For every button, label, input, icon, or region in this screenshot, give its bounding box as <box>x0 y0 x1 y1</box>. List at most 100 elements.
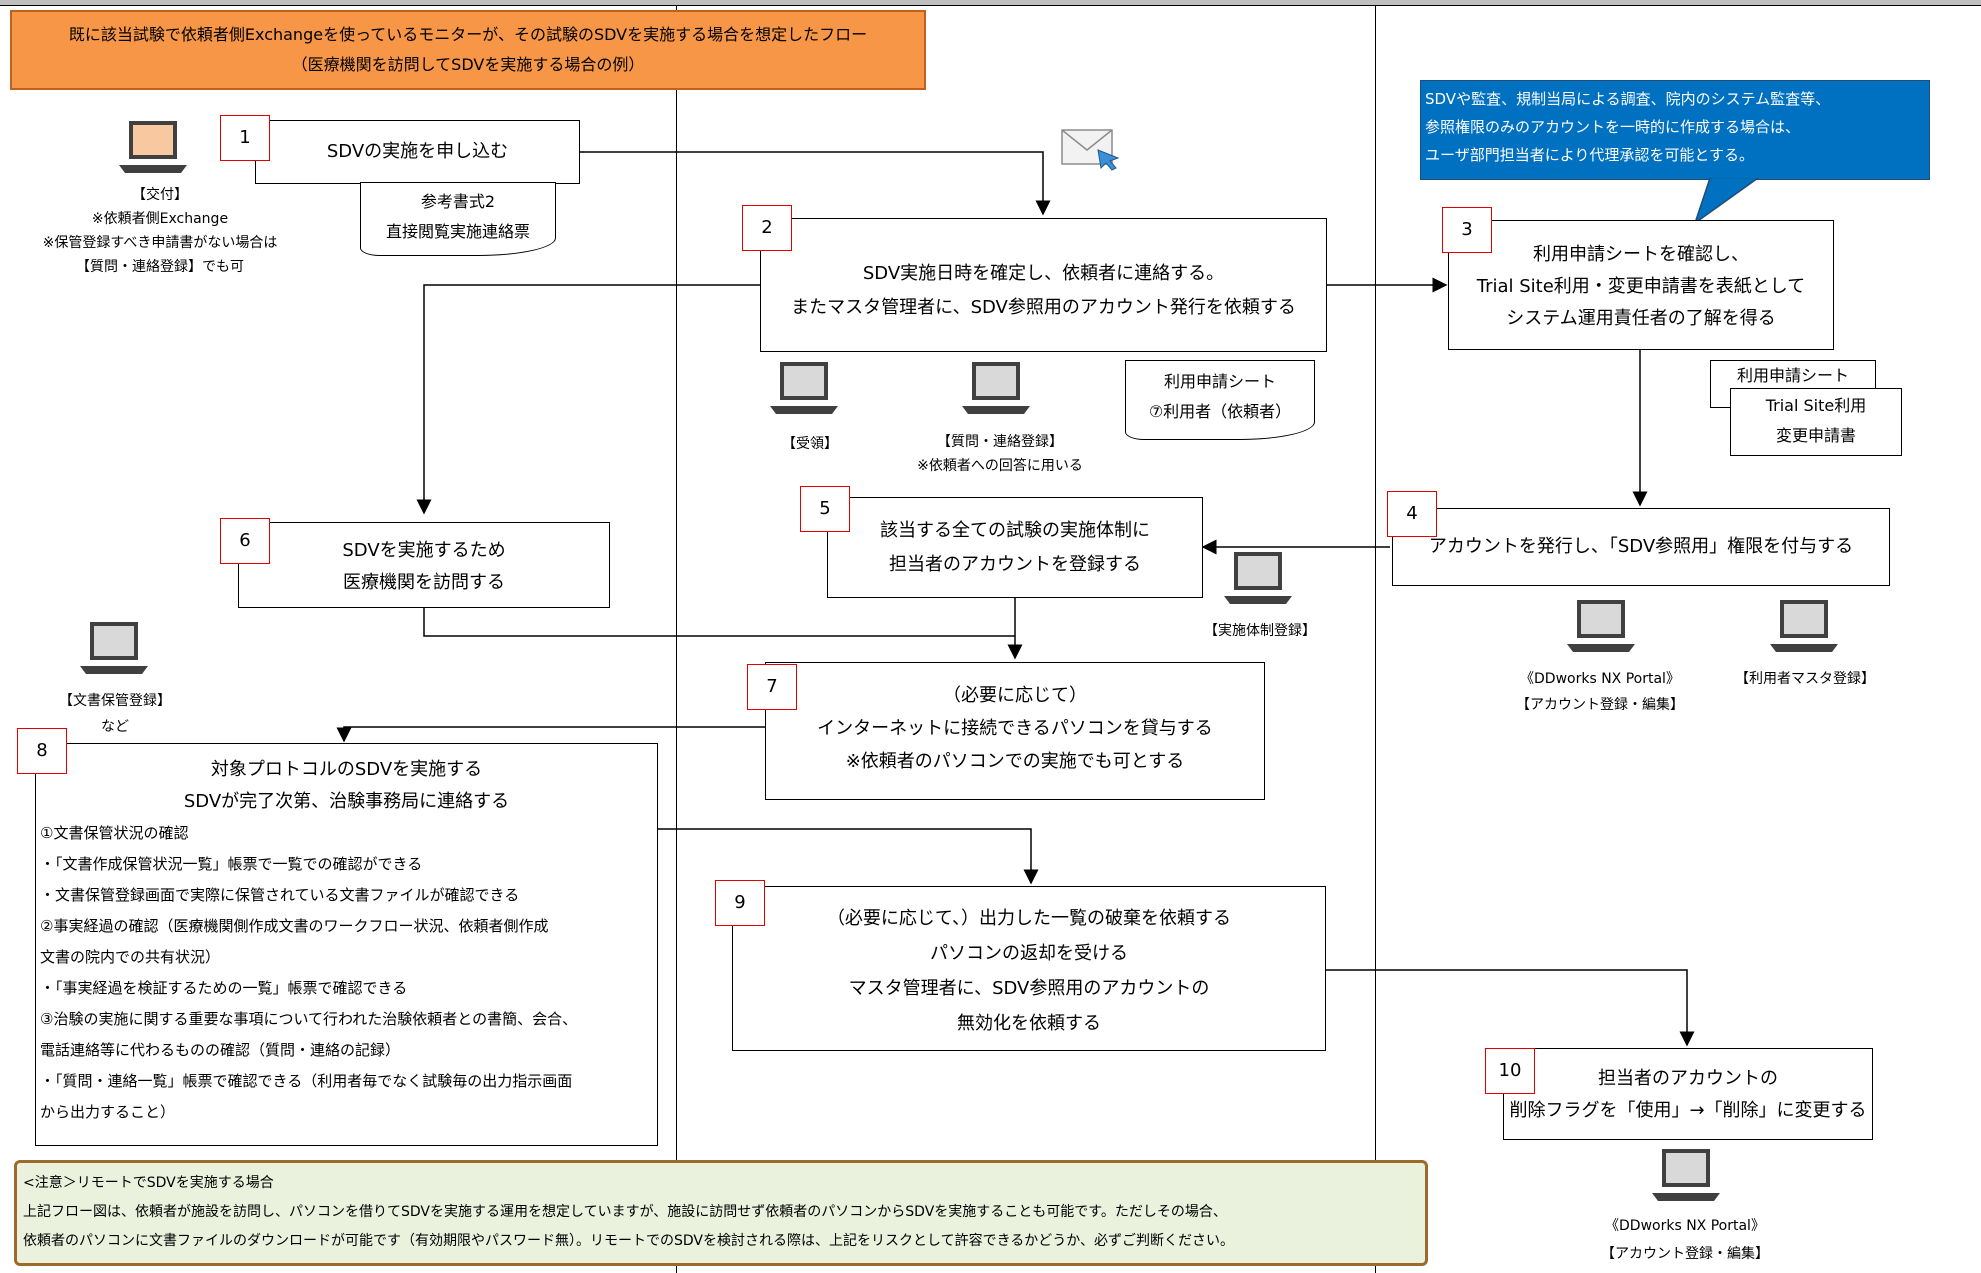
step-6-box: SDVを実施するため 医療機関を訪問する <box>238 522 610 608</box>
step-5-line1: 該当する全ての試験の実施体制に <box>880 520 1150 541</box>
note-line1: 上記フロー図は、依頼者が施設を訪問し、パソコンを借りてSDVを実施する運用を想定… <box>23 1204 1227 1220</box>
step-7-number: 7 <box>747 664 797 710</box>
step-8-item: ・「事実経過を検証するための一覧」帳票で確認できる <box>40 979 408 997</box>
laptop-5-label: 《DDworks NX Portal》 【アカウント登録・編集】 <box>1480 666 1720 718</box>
arrow-6-to-7 <box>423 600 1015 637</box>
laptop-1-label: 【交付】 ※依頼者側Exchange ※保管登録すべき申請書がない場合は 【質問… <box>10 183 310 279</box>
step-8-item: ・「文書作成保管状況一覧」帳票で一覧での確認ができる <box>40 855 423 873</box>
step-1-text: SDVの実施を申し込む <box>326 141 509 162</box>
laptop-icon <box>770 362 838 414</box>
step-5-number: 5 <box>800 486 850 532</box>
laptop-8-line2: 【アカウント登録・編集】 <box>1601 1246 1769 1262</box>
laptop-5-line1: 《DDworks NX Portal》 <box>1520 671 1680 687</box>
callout-line3: ユーザ部門担当者により代理承認を可能とする。 <box>1425 146 1754 164</box>
step-8-number: 8 <box>17 728 67 774</box>
step-9-line4: 無効化を依頼する <box>957 1013 1101 1034</box>
step-2-line1: SDV実施日時を確定し、依頼者に連絡する。 <box>862 263 1225 284</box>
laptop-icon <box>1224 552 1292 604</box>
arrow-8-to-9 <box>658 828 1039 885</box>
step-8-item: から出力すること） <box>40 1103 176 1121</box>
laptop-4-label: 【実施体制登録】 <box>1204 623 1316 639</box>
laptop-icon <box>962 362 1030 414</box>
step-3-line1: 利用申請シートを確認し、 <box>1533 244 1749 265</box>
arrow-9-to-10 <box>1326 969 1695 1047</box>
laptop-icon <box>80 622 148 674</box>
step-1-number: 1 <box>220 115 270 161</box>
step-4-box: アカウントを発行し、「SDV参照用」権限を付与する <box>1392 508 1890 586</box>
callout-line2: 参照権限のみのアカウントを一時的に作成する場合は、 <box>1425 118 1801 136</box>
step-9-line2: パソコンの返却を受ける <box>930 943 1128 964</box>
laptop-icon <box>119 121 187 173</box>
step-3-line3: システム運用責任者の了解を得る <box>1506 308 1776 329</box>
step-9-box: （必要に応じて、）出力した一覧の破棄を依頼する パソコンの返却を受ける マスタ管… <box>732 886 1326 1051</box>
remote-sdv-note: <注意＞リモートでSDVを実施する場合 上記フロー図は、依頼者が施設を訪問し、パ… <box>14 1160 1428 1266</box>
step-4-text: アカウントを発行し、「SDV参照用」権限を付与する <box>1428 536 1854 557</box>
doc-usage-sheet-line1: 利用申請シート <box>1163 372 1276 391</box>
laptop-3-line1: 【質問・連絡登録】 <box>937 434 1063 450</box>
laptop-icon <box>1652 1149 1720 1201</box>
flow-title-line2: （医療機関を訪問してSDVを実施する場合の例） <box>291 55 645 74</box>
step-8-line1: 対象プロトコルのSDVを実施する <box>210 759 483 780</box>
step-8-item: ・「質問・連絡一覧」帳票で確認できる（利用者毎でなく試験毎の出力指示画面 <box>40 1072 573 1090</box>
laptop-3-line2: ※依頼者への回答に用いる <box>917 458 1083 474</box>
step-8-line2: SDVが完了次第、治験事務局に連絡する <box>183 791 510 812</box>
laptop-6-label: 【利用者マスタ登録】 <box>1735 671 1875 687</box>
step-3-line2: Trial Site利用・変更申請書を表紙として <box>1476 276 1806 297</box>
step-10-line1: 担当者のアカウントの <box>1598 1068 1778 1089</box>
doc-usage-sheet-line2: ⑦利用者（依頼者） <box>1148 402 1292 421</box>
step-3-number: 3 <box>1442 207 1492 253</box>
laptop-7-label: 【文書保管登録】 など <box>20 688 210 740</box>
laptop-7-line1: 【文書保管登録】 <box>59 693 171 709</box>
doc-trial-site-line2: 変更申請書 <box>1775 426 1856 445</box>
laptop-1-line3: ※保管登録すべき申請書がない場合は <box>42 235 278 251</box>
flow-title-line1: 既に該当試験で依頼者側Exchangeを使っているモニターが、その試験のSDVを… <box>68 25 868 44</box>
laptop-2-label: 【受領】 <box>782 436 838 452</box>
doc-trial-site-application: Trial Site利用 変更申請書 <box>1730 388 1902 456</box>
step-1-box: SDVの実施を申し込む <box>255 120 580 184</box>
step-2-box: SDV実施日時を確定し、依頼者に連絡する。 またマスタ管理者に、SDV参照用のア… <box>760 218 1327 352</box>
step-6-number: 6 <box>220 518 270 564</box>
laptop-1-line1: 【交付】 <box>132 187 188 203</box>
doc-form-2: 参考書式2 直接閲覧実施連絡票 <box>360 182 556 256</box>
step-9-line3: マスタ管理者に、SDV参照用のアカウントの <box>848 978 1210 999</box>
doc-usage-sheet: 利用申請シート ⑦利用者（依頼者） <box>1125 360 1315 440</box>
doc-form-2-line1: 参考書式2 <box>420 192 496 211</box>
step-8-box: 対象プロトコルのSDVを実施する SDVが完了次第、治験事務局に連絡する ①文書… <box>35 743 658 1146</box>
step-8-item: ①文書保管状況の確認 <box>40 824 189 842</box>
top-border <box>0 0 1981 6</box>
callout-note: SDVや監査、規制当局による調査、院内のシステム監査等、 参照権限のみのアカウン… <box>1420 80 1930 180</box>
laptop-3-label: 【質問・連絡登録】 ※依頼者への回答に用いる <box>880 430 1120 478</box>
arrow-1-to-2 <box>580 151 1051 216</box>
arrow-2-to-6 <box>416 284 760 515</box>
laptop-1-line4: 【質問・連絡登録】でも可 <box>76 259 244 275</box>
step-7-box: （必要に応じて） インターネットに接続できるパソコンを貸与する ※依頼者のパソコ… <box>765 662 1265 800</box>
laptop-5-line2: 【アカウント登録・編集】 <box>1516 697 1684 713</box>
step-8-item: 文書の院内での共有状況） <box>40 948 221 966</box>
step-8-item: ・文書保管登録画面で実際に保管されている文書ファイルが確認できる <box>40 886 520 904</box>
step-7-line3: ※依頼者のパソコンでの実施でも可とする <box>845 751 1185 772</box>
step-5-line2: 担当者のアカウントを登録する <box>889 554 1141 575</box>
step-10-box: 担当者のアカウントの 削除フラグを「使用」→「削除」に変更する <box>1503 1048 1873 1140</box>
step-6-line2: 医療機関を訪問する <box>343 572 505 593</box>
step-7-line1: （必要に応じて） <box>943 685 1087 706</box>
doc-trial-site-line1: Trial Site利用 <box>1765 396 1867 415</box>
step-10-number: 10 <box>1485 1048 1535 1094</box>
doc-form-2-line2: 直接閲覧実施連絡票 <box>385 222 530 241</box>
lane-divider-2 <box>1375 0 1376 1273</box>
note-title: <注意＞リモートでSDVを実施する場合 <box>23 1175 274 1191</box>
arrow-7-to-8 <box>336 726 765 743</box>
step-3-box: 利用申請シートを確認し、 Trial Site利用・変更申請書を表紙として シス… <box>1448 220 1834 350</box>
laptop-icon <box>1770 600 1838 652</box>
step-8-item: 電話連絡等に代わるものの確認（質問・連絡の記録） <box>40 1041 401 1059</box>
step-10-line2: 削除フラグを「使用」→「削除」に変更する <box>1509 1100 1867 1121</box>
flow-title: 既に該当試験で依頼者側Exchangeを使っているモニターが、その試験のSDVを… <box>10 10 926 90</box>
step-6-line1: SDVを実施するため <box>342 540 506 561</box>
step-9-line1: （必要に応じて、）出力した一覧の破棄を依頼する <box>826 908 1232 929</box>
doc-usage-sheet-copy-line1: 利用申請シート <box>1736 366 1849 385</box>
laptop-8-label: 《DDworks NX Portal》 【アカウント登録・編集】 <box>1565 1212 1805 1268</box>
laptop-8-line1: 《DDworks NX Portal》 <box>1605 1218 1765 1234</box>
step-2-number: 2 <box>742 205 792 251</box>
step-2-line2: またマスタ管理者に、SDV参照用のアカウント発行を依頼する <box>791 297 1296 318</box>
email-envelope-icon <box>1061 129 1120 171</box>
